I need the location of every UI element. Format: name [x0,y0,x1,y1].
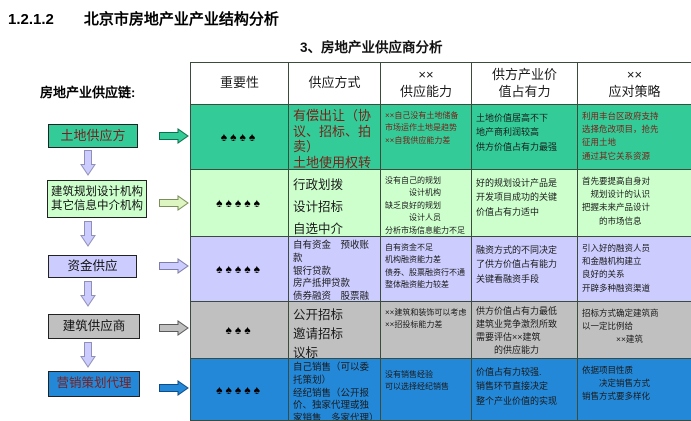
cell-importance-capital: ♠♠♠♠♠ [191,237,289,302]
arrow-right-icon-marketing [159,380,189,396]
arrow-down-icon [80,221,96,247]
cell-supply-capacity-capital: 自有资金不足 机构融资能力差 债券、股票融资行不通 整体融资能力较差 [381,237,472,302]
cell-strategy-design: 首先要提高自身对 规划设计的认识 把握未来产品设计 的市场信息 [578,170,691,237]
header-strategy: ×× 应对策略 [578,63,691,105]
sidebar-item-land-supplier: 土地供应方 [48,124,138,148]
arrow-down-icon [80,281,96,307]
cell-strategy-capital: 引入好的融资人员 和金融机构建立 良好的关系 开辟多种融资渠道 [578,237,691,302]
arrow-right-icon-design [159,195,189,211]
page-title-text: 北京市房地产业产业结构分析 [83,11,279,28]
cell-value-power-land: 土地价值居高不下 地产商利润较高 供方价值占有力最强 [472,105,578,170]
cell-supply-capacity-construction: ××建筑和装饰可以考虑 ××招投标能力差 [381,302,472,359]
section-number: 1.2.1.2 [8,11,54,28]
arrow-down-icon [80,150,96,176]
sidebar-item-design-agency: 建筑规划设计机构 其它信息中介机构 [47,180,147,218]
cell-importance-design: ♠♠♠♠♠ [191,170,289,237]
sidebar-item-capital-supply: 资金供应 [48,255,137,278]
cell-supply-method-design: 行政划拨 设计招标 自选中介 [289,170,381,237]
cell-supply-method-capital: 自有资金 预收账款 银行贷款 房产抵押贷款 债券融资 股票融资 合作开发 其它 [289,237,381,302]
cell-strategy-construction: 招标方式确定建筑商 以一定比例给 ××建筑 [578,302,691,359]
sidebar-item-construction-supplier: 建筑供应商 [48,314,140,339]
arrow-right-icon-capital [159,258,189,274]
cell-value-power-marketing: 价值占有力较强. 销售环节直接决定 整个产业价值的实现 [472,359,578,421]
cell-value-power-construction: 供方价值占有力最低 建筑业竞争激烈所致 需要评估××建筑 的供应能力 [472,302,578,359]
page-subtitle: 3、房地产业供应商分析 [300,40,443,55]
arrow-right-icon-construction [159,320,189,336]
arrow-down-icon [80,342,96,368]
cell-supply-capacity-land: ××自己没有土地储备 市场运作土地是趋势 ××自我供应能力差 [381,105,472,170]
cell-supply-method-marketing: 自己销售（可以委托策划） 经纪销售（公开报价、独家代理或独家销售 多家代理） [289,359,381,421]
cell-importance-land: ♠♠♠♠ [191,105,289,170]
header-supply-method: 供应方式 [289,63,381,105]
cell-supply-method-land: 有偿出让（协议、招标、拍卖） 土地使用权转让 [289,105,381,170]
header-supply-capacity: ×× 供应能力 [381,63,472,105]
header-importance: 重要性 [191,63,289,105]
header-value-power: 供方产业价 值占有力 [472,63,578,105]
cell-value-power-capital: 融资方式的不同决定 了供方价值占有能力 关键看融资手段 [472,237,578,302]
supplier-analysis-table: 重要性 供应方式 ×× 供应能力 供方产业价 值占有力 ×× 应对策略 ♠♠♠♠… [190,62,691,421]
cell-strategy-marketing: 依据项目性质 决定销售方式 销售方式要多样化 [578,359,691,421]
cell-strategy-land: 利用丰台区政府支持 选择危改项目，抢先 征用土地 通过其它关系资源 [578,105,691,170]
cell-importance-construction: ♠♠♠ [191,302,289,359]
sidebar-item-marketing-agency: 营销策划代理 [48,371,140,397]
arrow-right-icon-land [159,128,189,144]
page-title: 1.2.1.2 北京市房地产业产业结构分析 [8,8,279,29]
cell-supply-capacity-marketing: 没有销售经验 可以选择经纪销售 [381,359,472,421]
cell-supply-capacity-design: 没有自己的规划 设计机构 缺乏良好的规划 设计人员 分析市场信息能力不足 [381,170,472,237]
cell-importance-marketing: ♠♠♠♠♠ [191,359,289,421]
cell-supply-method-construction: 公开招标 邀请招标 议标 [289,302,381,359]
cell-value-power-design: 好的规划设计产品是 开发项目成功的关键 价值占有力适中 [472,170,578,237]
supply-chain-label: 房地产业供应链: [40,85,136,100]
